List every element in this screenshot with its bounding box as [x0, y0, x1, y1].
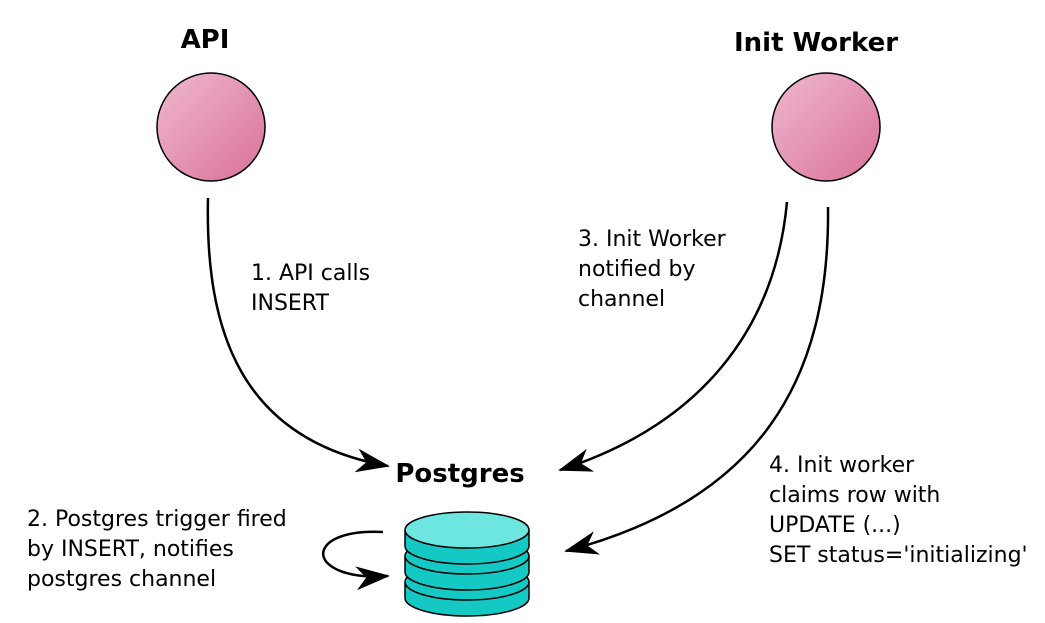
database-stack-icon	[404, 511, 530, 617]
postgres-node: Postgres	[395, 459, 530, 617]
arrow-channel-to-init-worker	[558, 201, 789, 472]
step-4-label: 4. Init worker claims row with UPDATE (.…	[769, 453, 1028, 568]
step-1-label: 1. API calls INSERT	[251, 261, 377, 316]
api-title: API	[181, 25, 230, 55]
step-2-label: 2. Postgres trigger fired by INSERT, not…	[27, 507, 294, 592]
postgres-title: Postgres	[395, 459, 524, 489]
init-worker-node-circle-icon	[771, 72, 881, 182]
api-node: API	[156, 25, 266, 182]
arrow-postgres-self-loop	[322, 530, 390, 591]
api-node-circle-icon	[156, 72, 266, 182]
arrow-api-to-postgres	[206, 197, 390, 473]
step-3-label: 3. Init Worker notified by channel	[578, 227, 733, 312]
arrow-init-worker-update	[564, 206, 830, 555]
init-worker-node: Init Worker	[734, 28, 898, 182]
init-worker-title: Init Worker	[734, 28, 898, 58]
